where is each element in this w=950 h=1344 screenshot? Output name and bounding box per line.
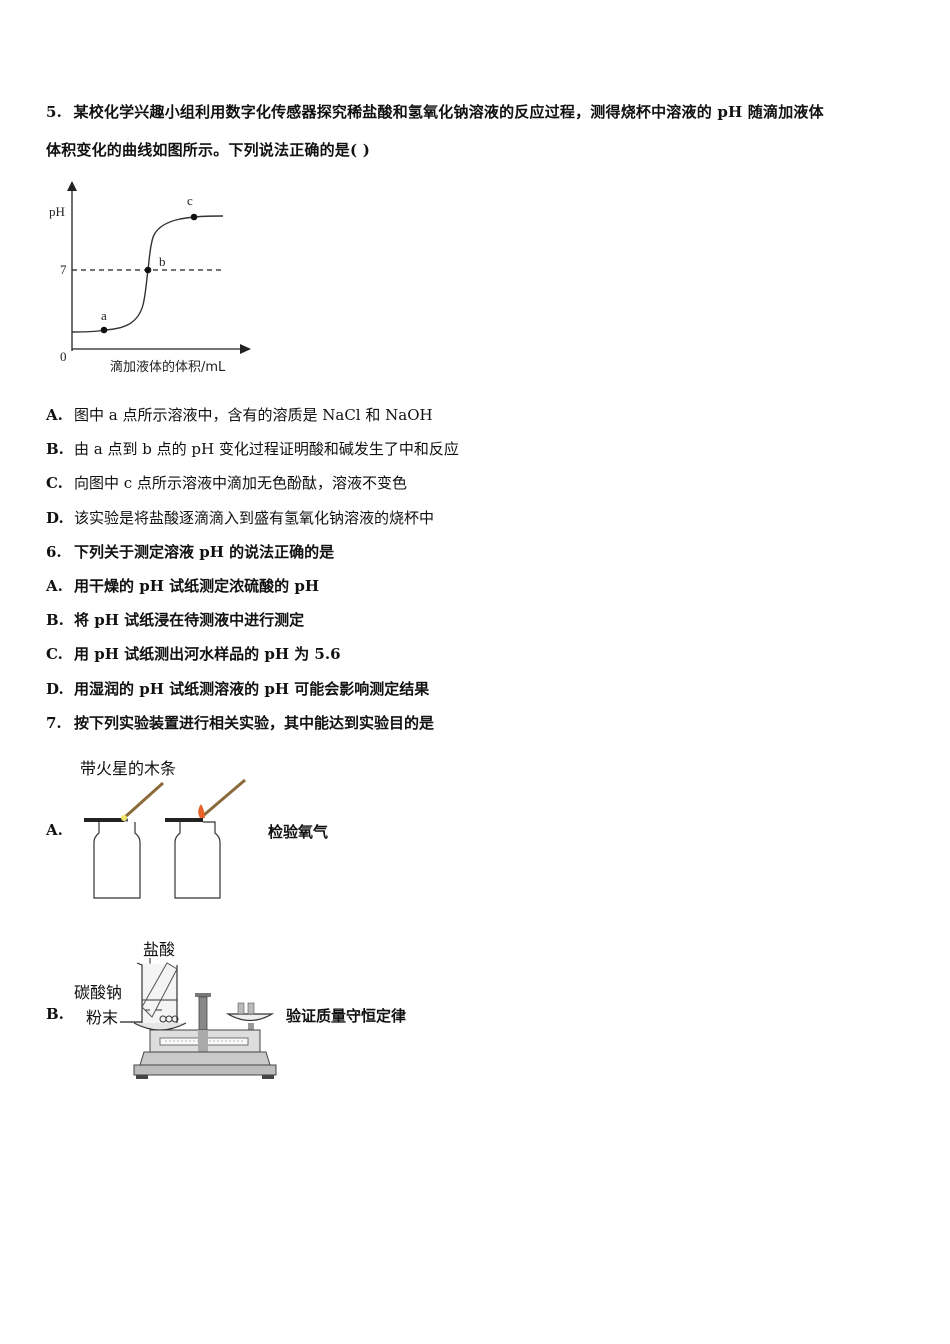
point-b: [144, 266, 152, 274]
q5-option-b: B.由 a 点到 b 点的 pH 变化过程证明酸和碱发生了中和反应: [46, 440, 459, 458]
q5-option-d-text: 该实验是将盐酸逐滴滴入到盛有氢氧化钠溶液的烧杯中: [74, 509, 435, 527]
origin-label: 0: [60, 349, 67, 364]
q6-number: 6.: [46, 543, 62, 561]
q6-stem: 6. 下列关于测定溶液 pH 的说法正确的是: [46, 542, 334, 562]
splint-2: [203, 778, 246, 817]
q7-stem-text: 按下列实验装置进行相关实验，其中能达到实验目的是: [74, 714, 435, 732]
point-a-label: a: [101, 308, 107, 323]
bottle-2: [174, 821, 221, 899]
q6-option-c-text: 用 pH 试纸测出河水样品的 pH 为 5.6: [74, 645, 341, 663]
balance-figure: [120, 958, 277, 1079]
q7-option-a-purpose: 检验氧气: [268, 823, 329, 841]
right-pan: [225, 1013, 275, 1022]
q5-option-a-text: 图中 a 点所示溶液中，含有的溶质是 NaCl 和 NaOH: [74, 406, 433, 424]
q5-stem-text-2: 体积变化的曲线如图所示。下列说法正确的是( ): [46, 141, 371, 159]
q7-option-a-letter: A.: [46, 821, 63, 839]
q7-option-b-label-powder: 粉末: [86, 1008, 119, 1027]
q7-number: 7.: [46, 714, 62, 732]
q7-option-b-letter: B.: [46, 1005, 64, 1023]
balance-base: [139, 1051, 271, 1066]
q5-option-c-text: 向图中 c 点所示溶液中滴加无色酚酞，溶液不变色: [74, 474, 407, 492]
q6-option-c: C.用 pH 试纸测出河水样品的 pH 为 5.6: [46, 645, 341, 663]
splint-1: [123, 781, 165, 819]
q6-option-d-text: 用湿润的 pH 试纸测溶液的 pH 可能会影响测定结果: [74, 680, 430, 698]
bottle-1: [93, 822, 141, 899]
beaker: [136, 962, 178, 1026]
point-c: [190, 213, 198, 221]
q5-stem-line1: 5. 某校化学兴趣小组利用数字化传感器探究稀盐酸和氢氧化钠溶液的反应过程，测得烧…: [46, 102, 824, 122]
q5-stem-text-1: 某校化学兴趣小组利用数字化传感器探究稀盐酸和氢氧化钠溶液的反应过程，测得烧杯中溶…: [73, 103, 824, 121]
y-axis-label: pH: [49, 204, 65, 219]
q6-option-d: D.用湿润的 pH 试纸测溶液的 pH 可能会影响测定结果: [46, 680, 430, 698]
left-pan: [133, 1022, 187, 1031]
q7-option-a-figure-label: 带火星的木条: [80, 759, 177, 778]
flame-icon: [198, 804, 205, 818]
q5-number: 5.: [46, 103, 63, 121]
ph7-tick-label: 7: [60, 262, 67, 277]
x-axis-label: 滴加液体的体积/mL: [110, 359, 226, 375]
ph-titration-chart: pH 7 0 滴加液体的体积/mL a b c: [49, 181, 251, 375]
q6-option-b-text: 将 pH 试纸浸在待测液中进行测定: [74, 611, 305, 629]
point-a: [100, 326, 108, 334]
q6-option-b: B.将 pH 试纸浸在待测液中进行测定: [46, 611, 305, 629]
q6-stem-text: 下列关于测定溶液 pH 的说法正确的是: [74, 543, 335, 561]
test-tube: [141, 962, 178, 1018]
q5-option-b-text: 由 a 点到 b 点的 pH 变化过程证明酸和碱发生了中和反应: [74, 440, 459, 458]
titration-curve: [71, 215, 224, 333]
glowing-ember-icon: [121, 815, 127, 821]
point-c-label: c: [187, 193, 193, 208]
q7-option-b-label-na2co3: 碳酸钠: [74, 983, 123, 1002]
q6-option-a-text: 用干燥的 pH 试纸测定浓硫酸的 pH: [74, 577, 319, 595]
x-axis-arrow-icon: [240, 344, 251, 354]
q5-stem-line2: 体积变化的曲线如图所示。下列说法正确的是( ): [46, 140, 370, 160]
q7-stem: 7. 按下列实验装置进行相关实验，其中能达到实验目的是: [46, 713, 434, 733]
q5-option-a: A.图中 a 点所示溶液中，含有的溶质是 NaCl 和 NaOH: [46, 406, 433, 424]
q5-option-d: D.该实验是将盐酸逐滴滴入到盛有氢氧化钠溶液的烧杯中: [46, 509, 435, 527]
q7-option-b-purpose: 验证质量守恒定律: [286, 1007, 407, 1025]
q7-option-b-label-hcl: 盐酸: [143, 940, 176, 959]
q6-option-a: A.用干燥的 pH 试纸测定浓硫酸的 pH: [46, 577, 319, 595]
y-axis-arrow-icon: [67, 181, 77, 191]
oxygen-test-figure: [84, 778, 246, 899]
point-b-label: b: [159, 254, 166, 269]
q5-option-c: C.向图中 c 点所示溶液中滴加无色酚酞，溶液不变色: [46, 474, 407, 492]
